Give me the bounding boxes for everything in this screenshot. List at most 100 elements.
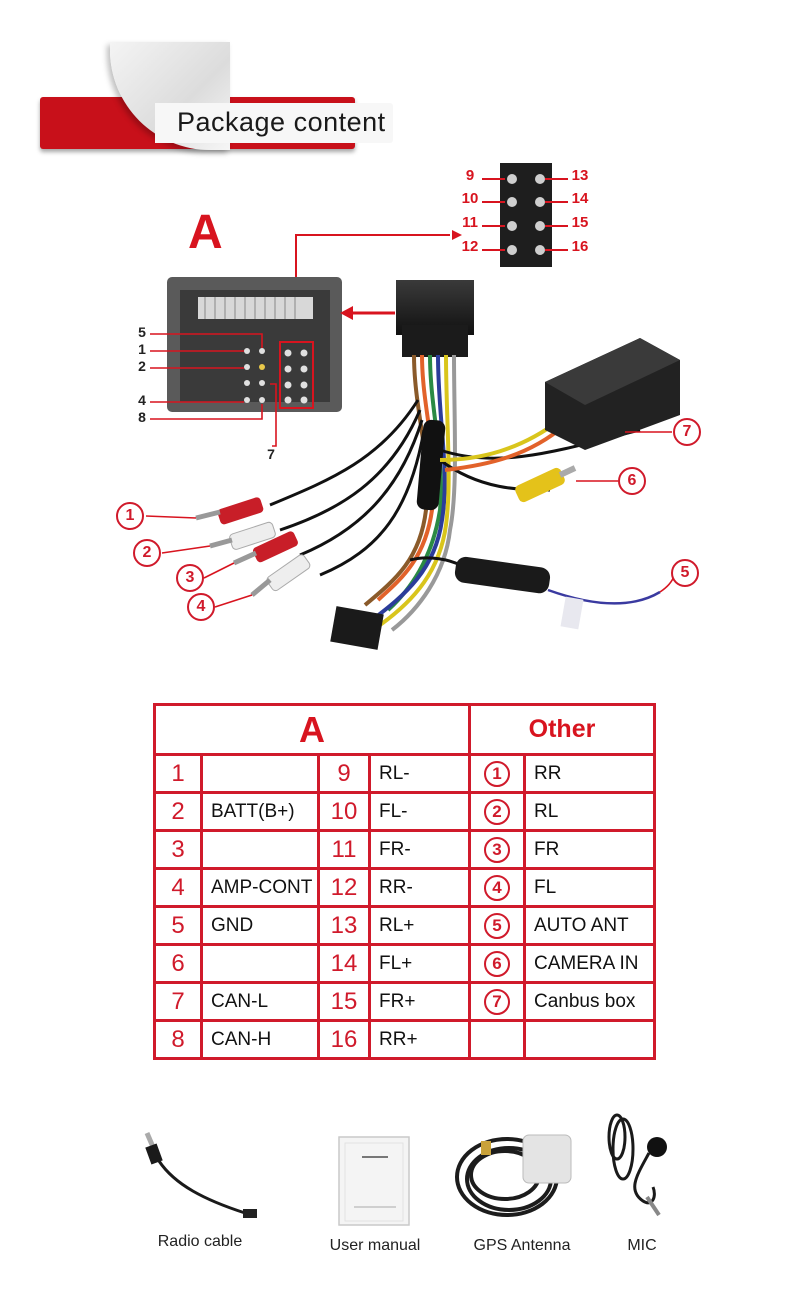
- pin-function: FR+: [368, 981, 471, 1022]
- pin-number: 7: [153, 981, 203, 1022]
- callout-number: 2: [468, 791, 526, 832]
- callout-number: 5: [468, 905, 526, 946]
- accessory-label: GPS Antenna: [473, 1237, 571, 1254]
- pin-function: FR-: [368, 829, 471, 870]
- callout-function: AUTO ANT: [523, 905, 656, 946]
- antenna-adapter: [454, 556, 551, 594]
- user-manual-icon: [338, 1136, 410, 1226]
- pin-function: [200, 829, 320, 870]
- banner-white-strip: [155, 103, 393, 143]
- rca-plug-4: [250, 554, 311, 597]
- pin-number: 5: [153, 905, 203, 946]
- callout-function: CAMERA IN: [523, 943, 656, 984]
- pin-number: 2: [153, 791, 203, 832]
- socket-pin-label: 5: [138, 324, 146, 340]
- callout-number: 3: [468, 829, 526, 870]
- table-header-a: A: [153, 703, 471, 756]
- pin-function: RR+: [368, 1019, 471, 1060]
- callout-function: Canbus box: [523, 981, 656, 1022]
- pin-detail-pins: [507, 174, 545, 255]
- pin-number: 16: [317, 1019, 371, 1060]
- pin-number: 8: [153, 1019, 203, 1060]
- diagram-label-a: A: [188, 206, 223, 259]
- diagram-callout: 5: [671, 559, 699, 587]
- connector-pin-label: 15: [571, 214, 589, 231]
- connector-pin-label: 11: [462, 214, 478, 231]
- pin-function: FL+: [368, 943, 471, 984]
- socket-pin-label: 7: [267, 446, 275, 462]
- accessory-label: User manual: [329, 1237, 421, 1254]
- pin-number: 1: [153, 753, 203, 794]
- canbus-box: [545, 338, 680, 450]
- connector-pin-label: 14: [571, 190, 589, 207]
- pin-function: CAN-H: [200, 1019, 320, 1060]
- socket-pin-label: 8: [138, 409, 146, 425]
- page-title: Package content: [177, 107, 386, 137]
- callout-leaders: [145, 431, 675, 608]
- callout-badge: 3: [484, 836, 510, 863]
- pin-number: 10: [317, 791, 371, 832]
- rca-plug-1: [195, 497, 264, 525]
- diagram-callout: 3: [176, 564, 204, 592]
- rca-plug-3: [232, 531, 298, 566]
- radio-cable-icon: [144, 1132, 257, 1218]
- connector-pin-label: 10: [461, 190, 479, 207]
- connector-pin-label: 16: [571, 238, 589, 255]
- wire-bundle: [363, 354, 457, 632]
- connector-pin-label: 9: [465, 167, 475, 184]
- connector-pin-label: 12: [461, 238, 479, 255]
- pin-function: CAN-L: [200, 981, 320, 1022]
- pin-number: 9: [317, 753, 371, 794]
- bottom-connector: [330, 606, 384, 650]
- accessory-radio-cable: Radio cable: [115, 1105, 285, 1275]
- pin-number: 15: [317, 981, 371, 1022]
- pin-function: [200, 943, 320, 984]
- socket-pin-label: 2: [138, 358, 146, 374]
- callout-badge: 7: [484, 988, 510, 1015]
- pin-function: BATT(B+): [200, 791, 320, 832]
- section-banner: Package content: [40, 42, 393, 152]
- accessory-mic: MIC: [557, 1105, 727, 1275]
- pin-number: 6: [153, 943, 203, 984]
- rca-plug-2: [209, 521, 276, 550]
- harness-illustration: [145, 163, 680, 650]
- pin-function: FL-: [368, 791, 471, 832]
- pin-function: [200, 753, 320, 794]
- callout-badge: 5: [484, 912, 510, 939]
- pin-number: 12: [317, 867, 371, 908]
- callout-function: RR: [523, 753, 656, 794]
- accessory-user-manual: User manual: [290, 1105, 460, 1275]
- pin-function: AMP-CONT: [200, 867, 320, 908]
- callout-function: RL: [523, 791, 656, 832]
- connector-pin-label: 13: [571, 167, 589, 184]
- callout-number: [468, 1019, 526, 1060]
- microphone-icon: [607, 1113, 667, 1217]
- callout-number: 1: [468, 753, 526, 794]
- pin-detail-leaders: [482, 178, 568, 251]
- callout-badge: 6: [484, 950, 510, 977]
- socket-leaders: [150, 333, 277, 447]
- rca-plug-camera: [515, 465, 577, 503]
- callout-function: [523, 1019, 656, 1060]
- table-header-other: Other: [468, 703, 656, 756]
- callout-number: 4: [468, 867, 526, 908]
- callout-function: FR: [523, 829, 656, 870]
- callout-badge: 1: [484, 760, 510, 787]
- accessory-label: Radio cable: [157, 1233, 243, 1250]
- socket-pin-highlight: [279, 341, 314, 409]
- diagram-callout: 1: [116, 502, 144, 530]
- pin-number: 4: [153, 867, 203, 908]
- diagram-callout: 6: [618, 467, 646, 495]
- callout-function: FL: [523, 867, 656, 908]
- pin-function: RR-: [368, 867, 471, 908]
- socket-pin-label: 4: [138, 392, 146, 408]
- pin-number: 13: [317, 905, 371, 946]
- table-header-row: A Other: [153, 703, 656, 756]
